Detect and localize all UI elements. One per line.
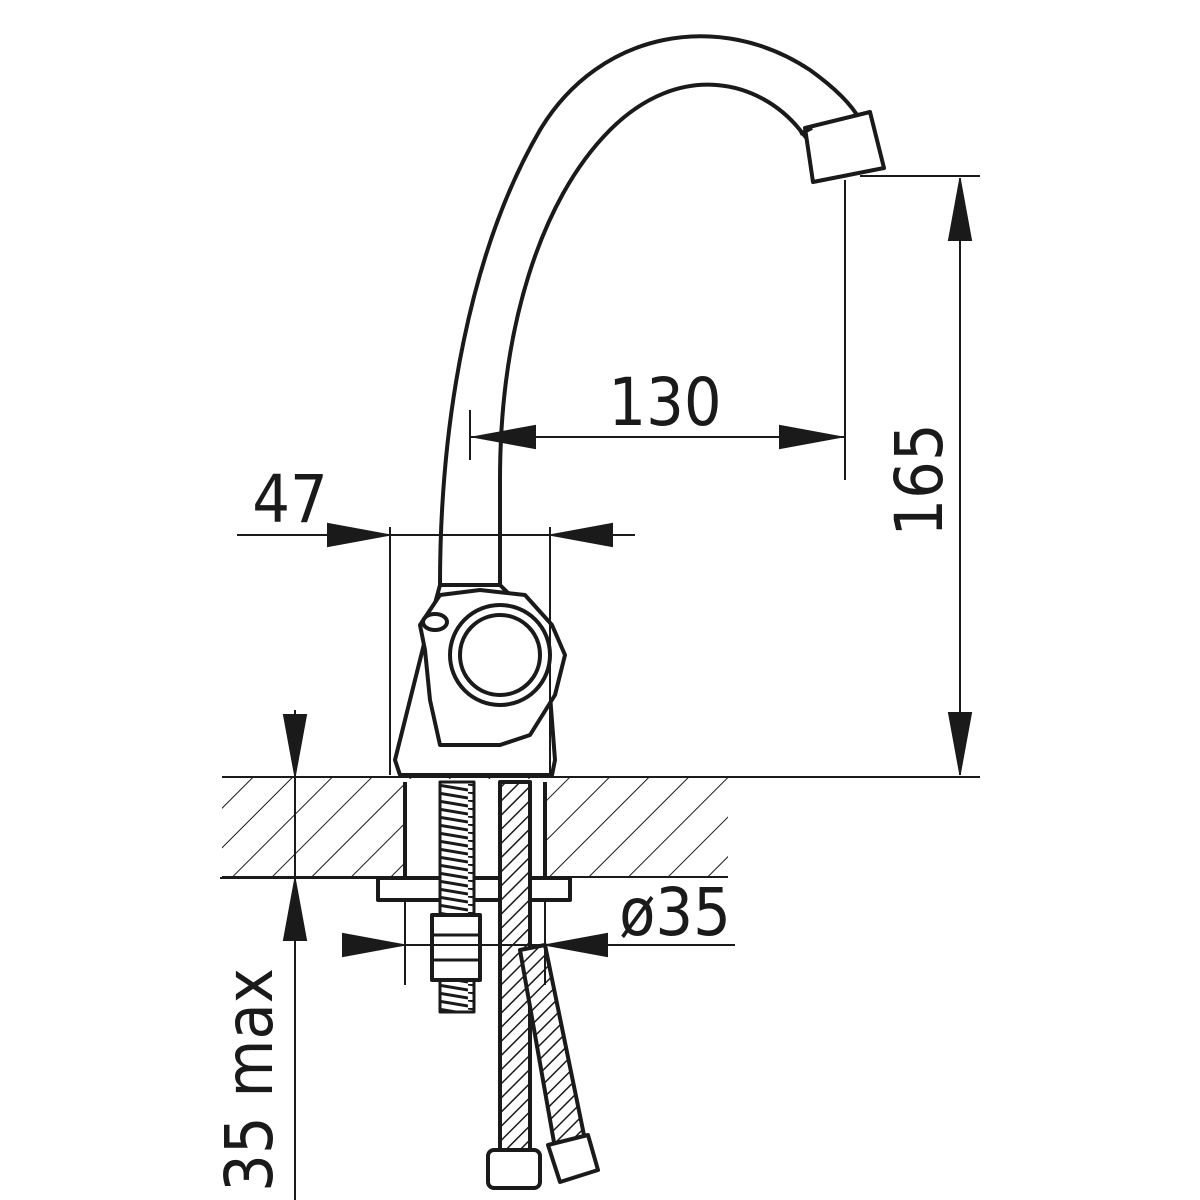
- label-body-width: 47: [252, 461, 328, 538]
- label-hole-diameter: ø35: [619, 874, 731, 951]
- dimension-body-width: [237, 522, 635, 775]
- dimension-spout-height: [555, 175, 980, 778]
- label-max-thickness: 35 max: [211, 968, 288, 1192]
- dimension-spout-reach: [469, 180, 846, 480]
- label-spout-reach: 130: [608, 364, 721, 441]
- indicator-dot: [421, 612, 449, 632]
- dimension-max-thickness: [220, 710, 380, 1200]
- hose-nut-1: [486, 1148, 542, 1190]
- aerator-nozzle: [799, 110, 886, 184]
- rod-nut: [430, 913, 482, 982]
- handle-knob-inner: [458, 613, 542, 697]
- hose-nut-2: [546, 1133, 600, 1184]
- spout: [438, 34, 862, 586]
- label-spout-height: 165: [881, 423, 958, 536]
- dimension-hole-diameter: [342, 900, 735, 985]
- handle-knob: [448, 603, 552, 707]
